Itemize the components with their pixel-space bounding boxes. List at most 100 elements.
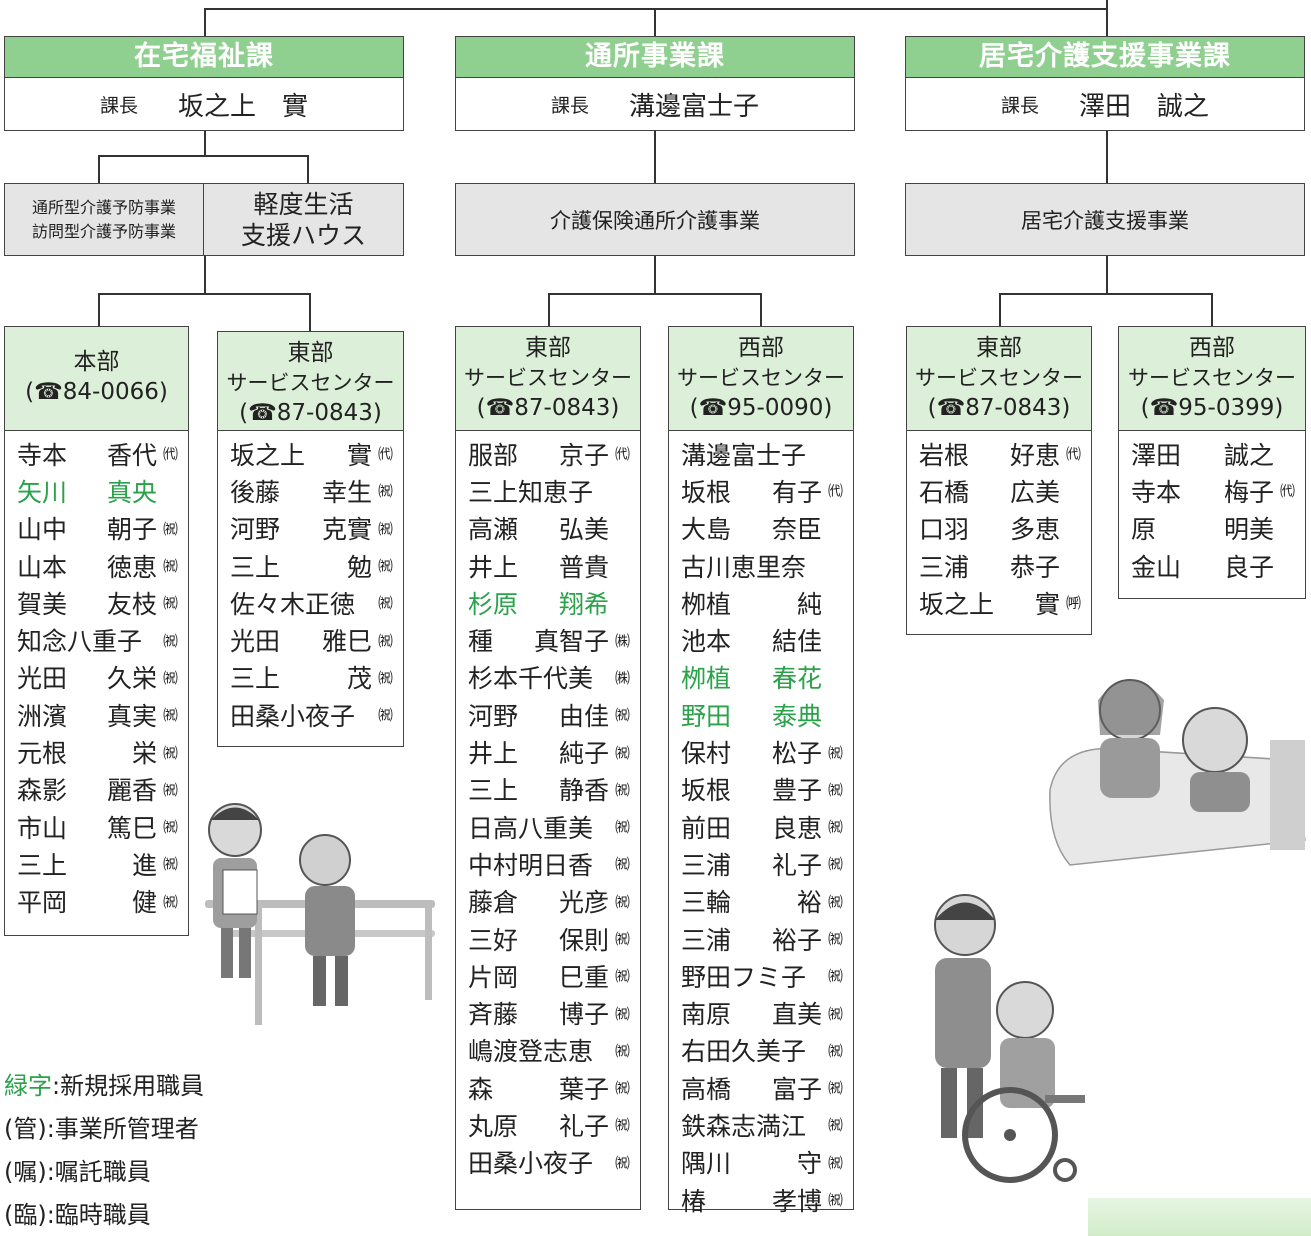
staff-given-name: 徳恵: [106, 552, 157, 582]
rehab-walking-illustration: [205, 803, 435, 1025]
center-sub: サービスセンター: [915, 366, 1083, 390]
dept-head-role: 課長: [1000, 94, 1039, 117]
staff-row: 石橋広美: [919, 472, 1081, 509]
staff-row: 三上進㈷: [17, 845, 178, 882]
staff-row: 佐々木正徳㈷: [230, 584, 393, 621]
staff-role-mark: ㈷: [162, 594, 178, 613]
staff-role-mark: ㈷: [614, 780, 630, 799]
staff-family-name: 三輪: [681, 888, 732, 918]
staff-name: 寺本香代: [17, 436, 157, 472]
staff-row: 高橋富子㈷: [681, 1069, 843, 1106]
staff-name: 金山 良子: [1131, 548, 1274, 584]
staff-name: 三上勉: [230, 548, 372, 584]
staff-row: 三上知恵子: [468, 472, 630, 509]
staff-name: 田桑小夜子: [468, 1144, 609, 1180]
staff-given-name: 誠之: [1223, 440, 1274, 470]
connector: [204, 131, 206, 156]
staff-given-name: 良子: [1223, 552, 1274, 582]
staff-row: 知念八重子㈷: [17, 621, 178, 658]
staff-row: 森葉子㈷: [468, 1069, 630, 1106]
staff-role-mark: ㈷: [827, 1191, 843, 1210]
staff-role-mark: ㈹: [162, 445, 178, 464]
staff-given-name: 広美: [1009, 477, 1060, 507]
staff-role-mark: ㈱: [614, 631, 630, 650]
staff-family-name: 金山: [1131, 552, 1182, 582]
staff-family-name: 元根: [17, 739, 68, 769]
staff-name: 矢川真央: [17, 473, 157, 509]
staff-name: 種真智子: [468, 622, 609, 658]
staff-role-mark: ㈹: [614, 445, 630, 464]
staff-row: 嶋渡登志恵㈷: [468, 1032, 630, 1069]
staff-row: 澤田誠之: [1131, 435, 1295, 472]
staff-role-mark: ㈹: [377, 445, 393, 464]
staff-family-name: 保村: [681, 739, 732, 769]
staff-role-mark: ㈷: [377, 557, 393, 576]
staff-row: 坂根有子㈹: [681, 472, 843, 509]
program-yobo-line2: 訪問型介護予防事業: [31, 221, 176, 241]
staff-row: 矢川真央: [17, 472, 178, 509]
staff-given-name: 明美: [1223, 515, 1274, 545]
staff-name: 野田フミ子: [681, 958, 822, 994]
staff-name: 三上静香: [468, 771, 609, 807]
staff-given-name: 篤巳: [106, 813, 157, 843]
staff-row: 後藤幸生㈷: [230, 472, 393, 509]
center-tsusho-west: 西部 サービスセンター (☎95-0090) 溝邊富士子坂根有子㈹大島奈臣古川恵…: [668, 326, 854, 1216]
center-honbu: 本部 (☎84-0066) 寺本香代㈹矢川真央山中朝子㈷山本徳恵㈷賀美友枝㈷知念…: [4, 326, 189, 936]
staff-role-mark: ㈷: [827, 1041, 843, 1060]
staff-name: 保村松子: [681, 734, 822, 770]
staff-role-mark: ㈷: [614, 930, 630, 948]
staff-name: 野田泰典: [681, 697, 822, 733]
center-sub: サービスセンター: [464, 366, 632, 390]
staff-name: 知念八重子: [17, 622, 157, 658]
staff-given-name: 良恵: [771, 813, 822, 843]
staff-name: 原明美: [1131, 510, 1274, 546]
staff-list: 寺本香代㈹矢川真央山中朝子㈷山本徳恵㈷賀美友枝㈷知念八重子㈷光田久栄㈷洲濱真実㈷…: [5, 431, 188, 920]
staff-given-name: 幸生: [321, 477, 372, 507]
staff-name: 後藤幸生: [230, 473, 372, 509]
staff-role-mark: ㈷: [614, 1116, 630, 1135]
staff-row: 大島奈臣: [681, 510, 843, 547]
staff-role-mark: ㈷: [614, 818, 630, 837]
dept-kyotaku: 居宅介護支援事業課 課長 澤田 誠之: [905, 36, 1305, 131]
staff-family-name: 森: [468, 1074, 494, 1104]
dept-title: 在宅福祉課: [5, 37, 403, 78]
center-sub: サービスセンター: [226, 371, 395, 395]
staff-given-name: 進: [131, 850, 157, 880]
staff-family-name: 寺本: [1131, 477, 1182, 507]
staff-name: 杉本千代美: [468, 659, 609, 695]
connector: [999, 293, 1212, 295]
staff-given-name: 裕子: [771, 925, 822, 955]
staff-name: 市山篤巳: [17, 809, 157, 845]
staff-given-name: 由佳: [558, 701, 609, 731]
staff-row: 河野克實㈷: [230, 510, 393, 547]
staff-name: 山中朝子: [17, 510, 157, 546]
staff-given-name: 礼子: [558, 1111, 609, 1141]
staff-row: 杉本千代美㈱: [468, 659, 630, 696]
staff-family-name: 種: [468, 627, 494, 657]
staff-row: 寺本香代㈹: [17, 435, 178, 472]
staff-name: 森葉子: [468, 1070, 609, 1106]
staff-name: 三好保則: [468, 921, 609, 957]
program-kaigo: 介護保険通所介護事業: [455, 183, 855, 256]
staff-family-name: 光田: [17, 664, 68, 694]
connector: [548, 293, 550, 326]
legend-new-staff: 緑字:新規採用職員: [4, 1066, 204, 1101]
staff-role-mark: ㈹: [827, 482, 843, 501]
staff-given-name: 泰典: [771, 701, 822, 731]
center-phone: (☎87-0843): [239, 400, 382, 426]
staff-given-name: 純: [796, 589, 822, 619]
staff-row: 洲濱真実㈷: [17, 696, 178, 733]
staff-name: 石橋広美: [919, 473, 1060, 509]
staff-name: 右田久美子: [681, 1032, 822, 1068]
staff-row: 溝邊富士子: [681, 435, 843, 472]
staff-given-name: 麗香: [106, 776, 157, 806]
staff-family-name: 藤倉: [468, 888, 519, 918]
dept-tsusho: 通所事業課 課長 溝邊富士子: [455, 36, 855, 131]
staff-row: 日高八重美㈷: [468, 808, 630, 845]
staff-role-mark: ㈷: [614, 855, 630, 874]
staff-family-name: 高橋: [681, 1074, 732, 1104]
staff-name: 寺本梅子: [1131, 473, 1274, 509]
staff-role-mark: ㈷: [827, 930, 843, 948]
staff-row: 保村松子㈷: [681, 733, 843, 770]
dept-zaitaku: 在宅福祉課 課長 坂之上 實: [4, 36, 404, 131]
